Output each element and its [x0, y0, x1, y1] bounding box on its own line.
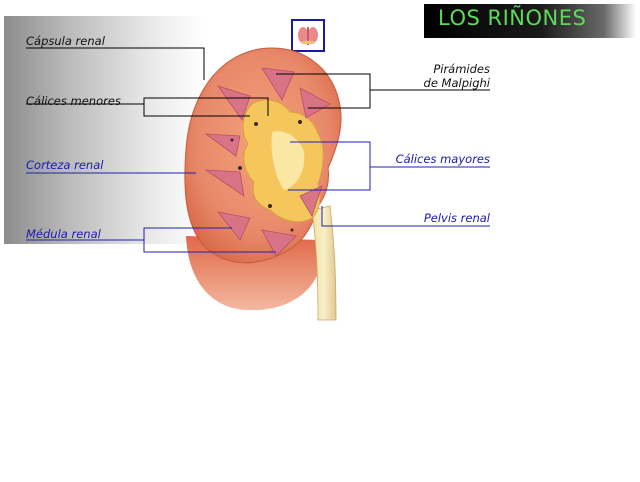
ureter	[311, 205, 337, 321]
leader-lines-blue	[26, 141, 490, 253]
vessel-dots	[230, 120, 302, 232]
label-capsula-renal: Cápsula renal	[26, 34, 105, 48]
page-title: LOS RIÑONES	[438, 6, 587, 30]
label-pelvis-renal[interactable]: Pelvis renal	[423, 211, 490, 225]
title-bar	[424, 4, 636, 38]
label-piramides-line2: de Malpighi	[423, 76, 490, 90]
label-medula-renal[interactable]: Médula renal	[26, 227, 101, 241]
medullary-pyramids	[204, 67, 331, 257]
label-piramides-line1: Pirámides	[433, 62, 490, 76]
kidney-thumbnail-icon[interactable]	[291, 19, 325, 52]
label-corteza-renal[interactable]: Corteza renal	[26, 158, 104, 172]
label-calices-mayores[interactable]: Cálices mayores	[395, 152, 490, 166]
gray-gradient-panel	[4, 16, 204, 244]
renal-pelvis-highlight	[271, 131, 305, 190]
leader-lines-dark	[26, 47, 490, 117]
kidney-thumbnail-graphic	[298, 27, 318, 45]
label-calices-menores: Cálices menores	[26, 94, 121, 108]
